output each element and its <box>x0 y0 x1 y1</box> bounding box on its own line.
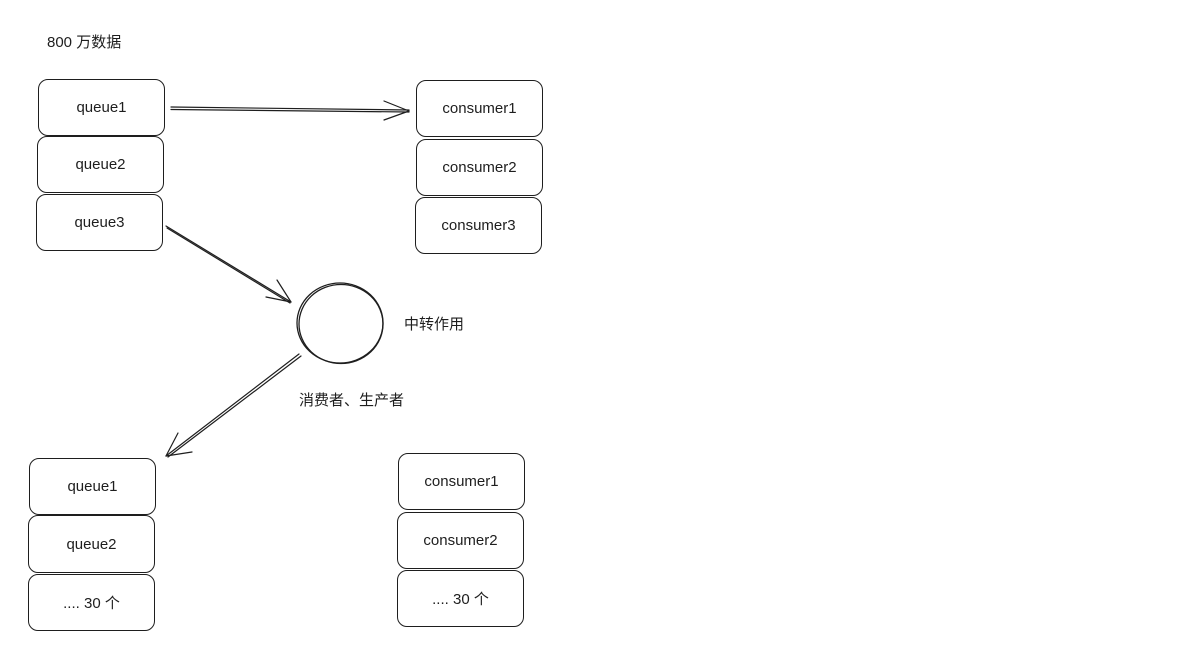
relay-circle <box>296 282 384 365</box>
top-queue-3-label: queue3 <box>74 214 125 231</box>
top-consumer-3[interactable]: consumer3 <box>415 197 542 254</box>
diagram-title: 800 万数据 <box>47 34 122 51</box>
bottom-consumer-1[interactable]: consumer1 <box>398 453 525 510</box>
top-queue-1-label: queue1 <box>76 99 127 116</box>
arrow-queue1-to-consumer1 <box>170 100 410 121</box>
top-queue-2[interactable]: queue2 <box>37 136 164 193</box>
top-consumer-2[interactable]: consumer2 <box>416 139 543 196</box>
relay-sublabel: 消费者、生产者 <box>299 392 405 409</box>
bottom-queue-more-label: .... 30 个 <box>63 595 120 612</box>
top-queue-2-label: queue2 <box>75 156 126 173</box>
top-queue-3[interactable]: queue3 <box>36 194 163 251</box>
bottom-consumer-more[interactable]: .... 30 个 <box>397 570 524 627</box>
top-queue-1[interactable]: queue1 <box>38 79 165 136</box>
arrow-relay-to-bottom-queue1 <box>165 353 302 458</box>
top-consumer-1[interactable]: consumer1 <box>416 80 543 137</box>
bottom-queue-2-label: queue2 <box>66 535 117 553</box>
bottom-queue-more[interactable]: .... 30 个 <box>28 574 155 631</box>
bottom-consumer-2-label: consumer2 <box>423 532 498 549</box>
bottom-queue-1[interactable]: queue1 <box>29 458 156 515</box>
arrow-queue3-to-relay <box>165 225 292 304</box>
bottom-queue-2[interactable]: queue2 <box>28 515 155 573</box>
top-consumer-2-label: consumer2 <box>442 159 517 176</box>
top-consumer-3-label: consumer3 <box>441 217 516 234</box>
bottom-queue-1-label: queue1 <box>67 478 118 495</box>
bottom-consumer-1-label: consumer1 <box>424 473 499 490</box>
top-consumer-1-label: consumer1 <box>442 100 517 117</box>
bottom-consumer-2[interactable]: consumer2 <box>397 512 524 569</box>
bottom-consumer-more-label: .... 30 个 <box>432 591 489 608</box>
relay-label: 中转作用 <box>404 316 465 333</box>
